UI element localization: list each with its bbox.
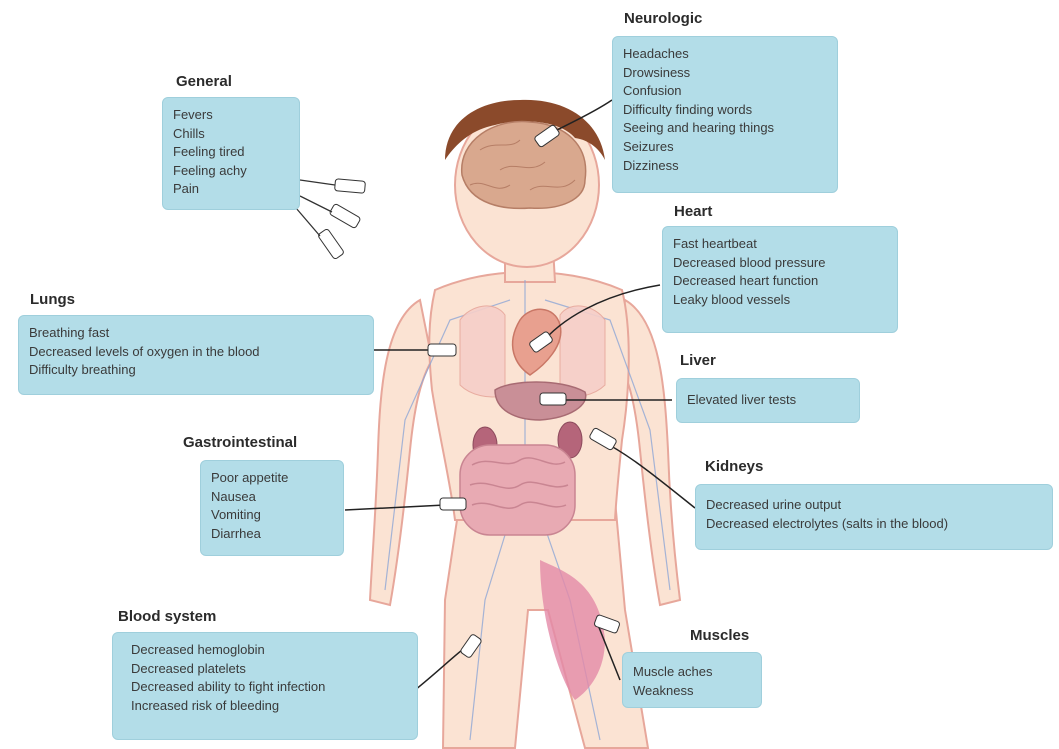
muscles-box: Muscle aches Weakness	[622, 652, 762, 708]
list-item: Nausea	[211, 488, 333, 507]
list-item: Fast heartbeat	[673, 235, 887, 254]
intestines-organ	[460, 445, 575, 535]
list-item: Weakness	[633, 682, 751, 701]
neurologic-box: Headaches Drowsiness Confusion Difficult…	[612, 36, 838, 193]
lungs-box: Breathing fast Decreased levels of oxyge…	[18, 315, 374, 395]
muscles-heading: Muscles	[690, 627, 749, 644]
general-heading: General	[176, 73, 232, 90]
general-pointer-lines	[296, 180, 335, 236]
general-box: Fevers Chills Feeling tired Feeling achy…	[162, 97, 300, 210]
heart-box: Fast heartbeat Decreased blood pressure …	[662, 226, 898, 333]
lungs-heading: Lungs	[30, 291, 75, 308]
list-item: Headaches	[623, 45, 827, 64]
liver-box: Elevated liver tests	[676, 378, 860, 423]
list-item: Feeling tired	[173, 143, 289, 162]
list-item: Fevers	[173, 106, 289, 125]
list-item: Poor appetite	[211, 469, 333, 488]
heart-heading: Heart	[674, 203, 712, 220]
list-item: Dizziness	[623, 157, 827, 176]
list-item: Decreased levels of oxygen in the blood	[29, 343, 363, 362]
list-item: Decreased platelets	[131, 660, 407, 679]
list-item: Decreased blood pressure	[673, 254, 887, 273]
list-item: Seizures	[623, 138, 827, 157]
list-item: Decreased hemoglobin	[131, 641, 407, 660]
list-item: Muscle aches	[633, 663, 751, 682]
neurologic-heading: Neurologic	[624, 10, 702, 27]
blood-system-heading: Blood system	[118, 608, 216, 625]
list-item: Increased risk of bleeding	[131, 697, 407, 716]
brain	[462, 122, 586, 209]
gastrointestinal-heading: Gastrointestinal	[183, 434, 297, 451]
kidneys-box: Decreased urine output Decreased electro…	[695, 484, 1053, 550]
blood-system-box: Decreased hemoglobin Decreased platelets…	[112, 632, 418, 740]
list-item: Diarrhea	[211, 525, 333, 544]
list-item: Decreased urine output	[706, 496, 1042, 515]
kidneys-heading: Kidneys	[705, 458, 763, 475]
list-item: Difficulty breathing	[29, 361, 363, 380]
list-item: Chills	[173, 125, 289, 144]
list-item: Breathing fast	[29, 324, 363, 343]
liver-heading: Liver	[680, 352, 716, 369]
list-item: Feeling achy	[173, 162, 289, 181]
list-item: Drowsiness	[623, 64, 827, 83]
list-item: Difficulty finding words	[623, 101, 827, 120]
list-item: Seeing and hearing things	[623, 119, 827, 138]
list-item: Decreased ability to fight infection	[131, 678, 407, 697]
list-item: Leaky blood vessels	[673, 291, 887, 310]
list-item: Elevated liver tests	[687, 391, 849, 410]
gastrointestinal-box: Poor appetite Nausea Vomiting Diarrhea	[200, 460, 344, 556]
list-item: Vomiting	[211, 506, 333, 525]
list-item: Pain	[173, 180, 289, 199]
list-item: Decreased electrolytes (salts in the blo…	[706, 515, 1042, 534]
list-item: Decreased heart function	[673, 272, 887, 291]
list-item: Confusion	[623, 82, 827, 101]
